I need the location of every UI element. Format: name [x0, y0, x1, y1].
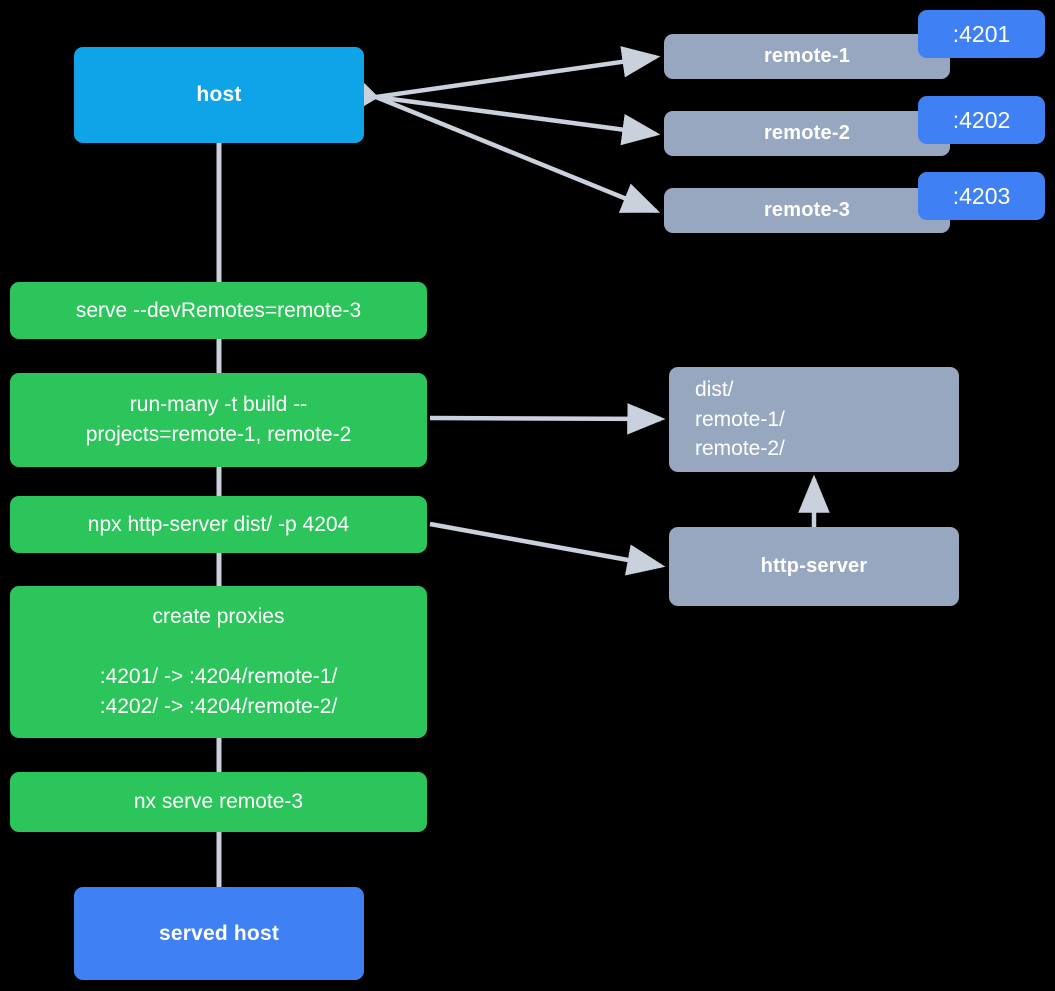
node-command-run-many-build[interactable]: run-many -t build -- projects=remote-1, … — [10, 373, 427, 467]
port-badge-remote-3: :4203 — [918, 172, 1045, 220]
node-remote-3-label: remote-3 — [763, 199, 851, 222]
node-command-create-proxies-label: create proxies :4201/ -> :4204/remote-1/… — [99, 605, 338, 718]
port-badge-remote-1: :4201 — [918, 10, 1045, 58]
node-command-serve-devremotes[interactable]: serve --devRemotes=remote-3 — [10, 282, 427, 339]
node-artifact-dist-folder-label: dist/ remote-1/ remote-2/ — [695, 377, 785, 461]
node-served-host[interactable]: served host — [74, 887, 364, 980]
port-badge-remote-2: :4202 — [918, 96, 1045, 144]
edge-npx-to-httpserver — [429, 521, 666, 576]
node-command-npx-http-server[interactable]: npx http-server dist/ -p 4204 — [10, 496, 427, 553]
node-remote-1[interactable]: remote-1 — [664, 34, 950, 79]
node-remote-1-label: remote-1 — [763, 45, 851, 68]
node-artifact-http-server-label: http-server — [760, 555, 868, 578]
node-remote-2-label: remote-2 — [763, 122, 851, 145]
node-command-serve-devremotes-label: serve --devRemotes=remote-3 — [75, 298, 362, 322]
edge-host-to-remote-2 — [340, 76, 661, 146]
node-command-nx-serve-remote-3-label: nx serve remote-3 — [133, 790, 304, 814]
node-host[interactable]: host — [74, 47, 364, 143]
node-command-npx-http-server-label: npx http-server dist/ -p 4204 — [87, 512, 350, 536]
port-badge-remote-2-label: :4202 — [952, 106, 1011, 133]
port-badge-remote-3-label: :4203 — [952, 182, 1011, 209]
node-command-run-many-build-label: run-many -t build -- projects=remote-1, … — [85, 393, 352, 446]
edge-host-to-remote-1 — [340, 46, 661, 118]
port-badge-remote-1-label: :4201 — [952, 20, 1011, 47]
node-command-create-proxies[interactable]: create proxies :4201/ -> :4204/remote-1/… — [10, 586, 427, 738]
node-remote-3[interactable]: remote-3 — [664, 188, 950, 233]
node-artifact-dist-folder[interactable]: dist/ remote-1/ remote-2/ — [669, 367, 959, 472]
node-command-nx-serve-remote-3[interactable]: nx serve remote-3 — [10, 772, 427, 832]
node-served-host-label: served host — [158, 921, 280, 945]
edge-host-to-remote-3 — [338, 69, 661, 214]
edge-runmany-to-dist — [429, 403, 666, 435]
node-artifact-http-server[interactable]: http-server — [669, 527, 959, 606]
node-host-label: host — [196, 83, 242, 107]
node-remote-2[interactable]: remote-2 — [664, 111, 950, 156]
